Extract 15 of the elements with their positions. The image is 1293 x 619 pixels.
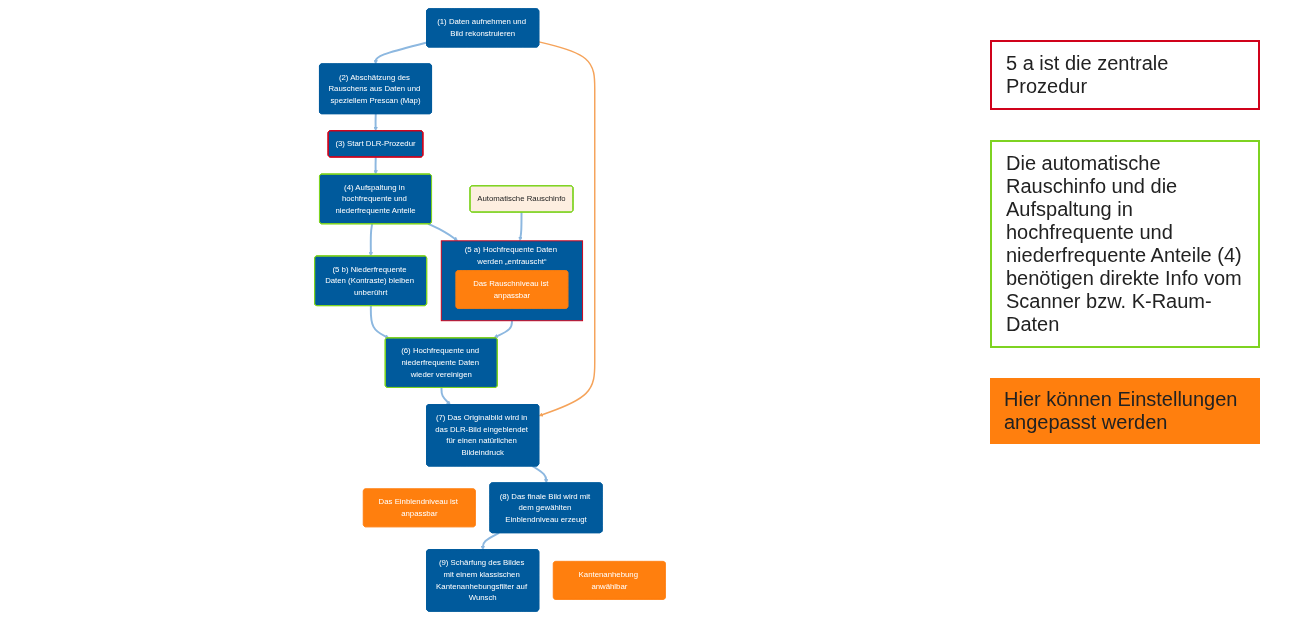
- arrow: [531, 464, 549, 483]
- arrow: [373, 155, 378, 174]
- arrow: [480, 531, 501, 550]
- arrow: [369, 304, 390, 338]
- arrow: [373, 112, 378, 131]
- arrow: [493, 319, 513, 338]
- arrow: [368, 222, 374, 256]
- arrow: [440, 386, 451, 405]
- legend-entry: Die automatische Rauschinfo und die Aufspaltung in hochfrequente und niederfrequente Anteile (4) benötigen direkte Info vom Scanner bzw. K-Raum-Daten: [990, 140, 1260, 348]
- arrow: [373, 41, 428, 64]
- arrow: [538, 40, 596, 417]
- legend-entry: 5 a ist die zentrale Prozedur: [990, 40, 1260, 110]
- legend-entry: Hier können Einstellungen angepasst werden: [990, 378, 1260, 444]
- arrow: [518, 210, 523, 241]
- arrow: [427, 222, 458, 241]
